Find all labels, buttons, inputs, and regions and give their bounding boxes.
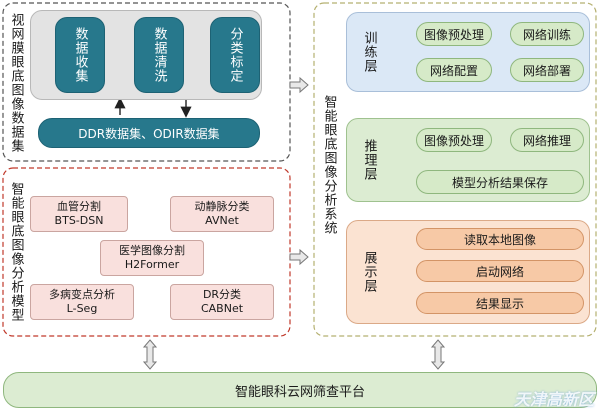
data-module-title: 视网膜眼底图像数据集 — [8, 12, 24, 153]
system-title: 智能眼底图像分析系统 — [321, 95, 337, 235]
watermark: 天津高新区 — [513, 390, 594, 409]
model-dr-classification: DR分类 CABNet — [170, 284, 274, 320]
model-multi-lesion-analysis: 多病变点分析 L-Seg — [30, 284, 134, 320]
platform-bar: 智能眼科云网筛查平台 — [3, 372, 597, 408]
training-network-deploy: 网络部署 — [510, 58, 584, 82]
arrow-right-icon — [289, 76, 309, 94]
model-artery-vein-classification: 动静脉分类 AVNet — [170, 196, 274, 232]
display-read-local-image: 读取本地图像 — [416, 228, 584, 250]
model-name: 医学图像分割 — [119, 244, 185, 257]
model-name: DR分类 — [202, 288, 242, 301]
dataset-bar: DDR数据集、ODIR数据集 — [38, 118, 260, 148]
model-code: H2Former — [124, 258, 180, 271]
system-border — [313, 2, 597, 337]
training-network-training: 网络训练 — [510, 22, 584, 46]
inference-save-results: 模型分析结果保存 — [416, 170, 584, 194]
step-data-cleaning: 数据清洗 — [134, 17, 184, 93]
training-image-preprocess: 图像预处理 — [416, 22, 492, 46]
arrow-right-icon — [289, 248, 309, 266]
model-code: CABNet — [200, 302, 244, 315]
model-code: L-Seg — [66, 302, 98, 315]
double-arrow-icon — [430, 339, 446, 370]
double-arrow-icon — [142, 339, 158, 370]
model-name: 动静脉分类 — [194, 200, 250, 213]
display-start-network: 启动网络 — [416, 260, 584, 282]
display-layer-label: 展示层 — [361, 251, 377, 293]
step-data-collection: 数据收集 — [55, 17, 105, 93]
model-name: 血管分割 — [57, 200, 101, 213]
training-layer-label: 训练层 — [361, 31, 377, 73]
model-vessel-segmentation: 血管分割 BTS-DSN — [30, 196, 128, 232]
step-classification-labeling: 分类标定 — [210, 17, 260, 93]
model-code: BTS-DSN — [54, 214, 104, 227]
models-border — [2, 167, 291, 337]
inference-image-preprocess: 图像预处理 — [416, 128, 492, 152]
model-code: AVNet — [205, 214, 239, 227]
models-title: 智能眼底图像分析模型 — [8, 182, 24, 322]
inference-network-inference: 网络推理 — [510, 128, 584, 152]
data-module-border — [2, 2, 291, 162]
training-network-config: 网络配置 — [416, 58, 492, 82]
model-medical-image-segmentation: 医学图像分割 H2Former — [100, 240, 204, 276]
model-name: 多病变点分析 — [49, 288, 115, 301]
inference-layer-label: 推理层 — [361, 139, 377, 181]
display-show-results: 结果显示 — [416, 292, 584, 314]
